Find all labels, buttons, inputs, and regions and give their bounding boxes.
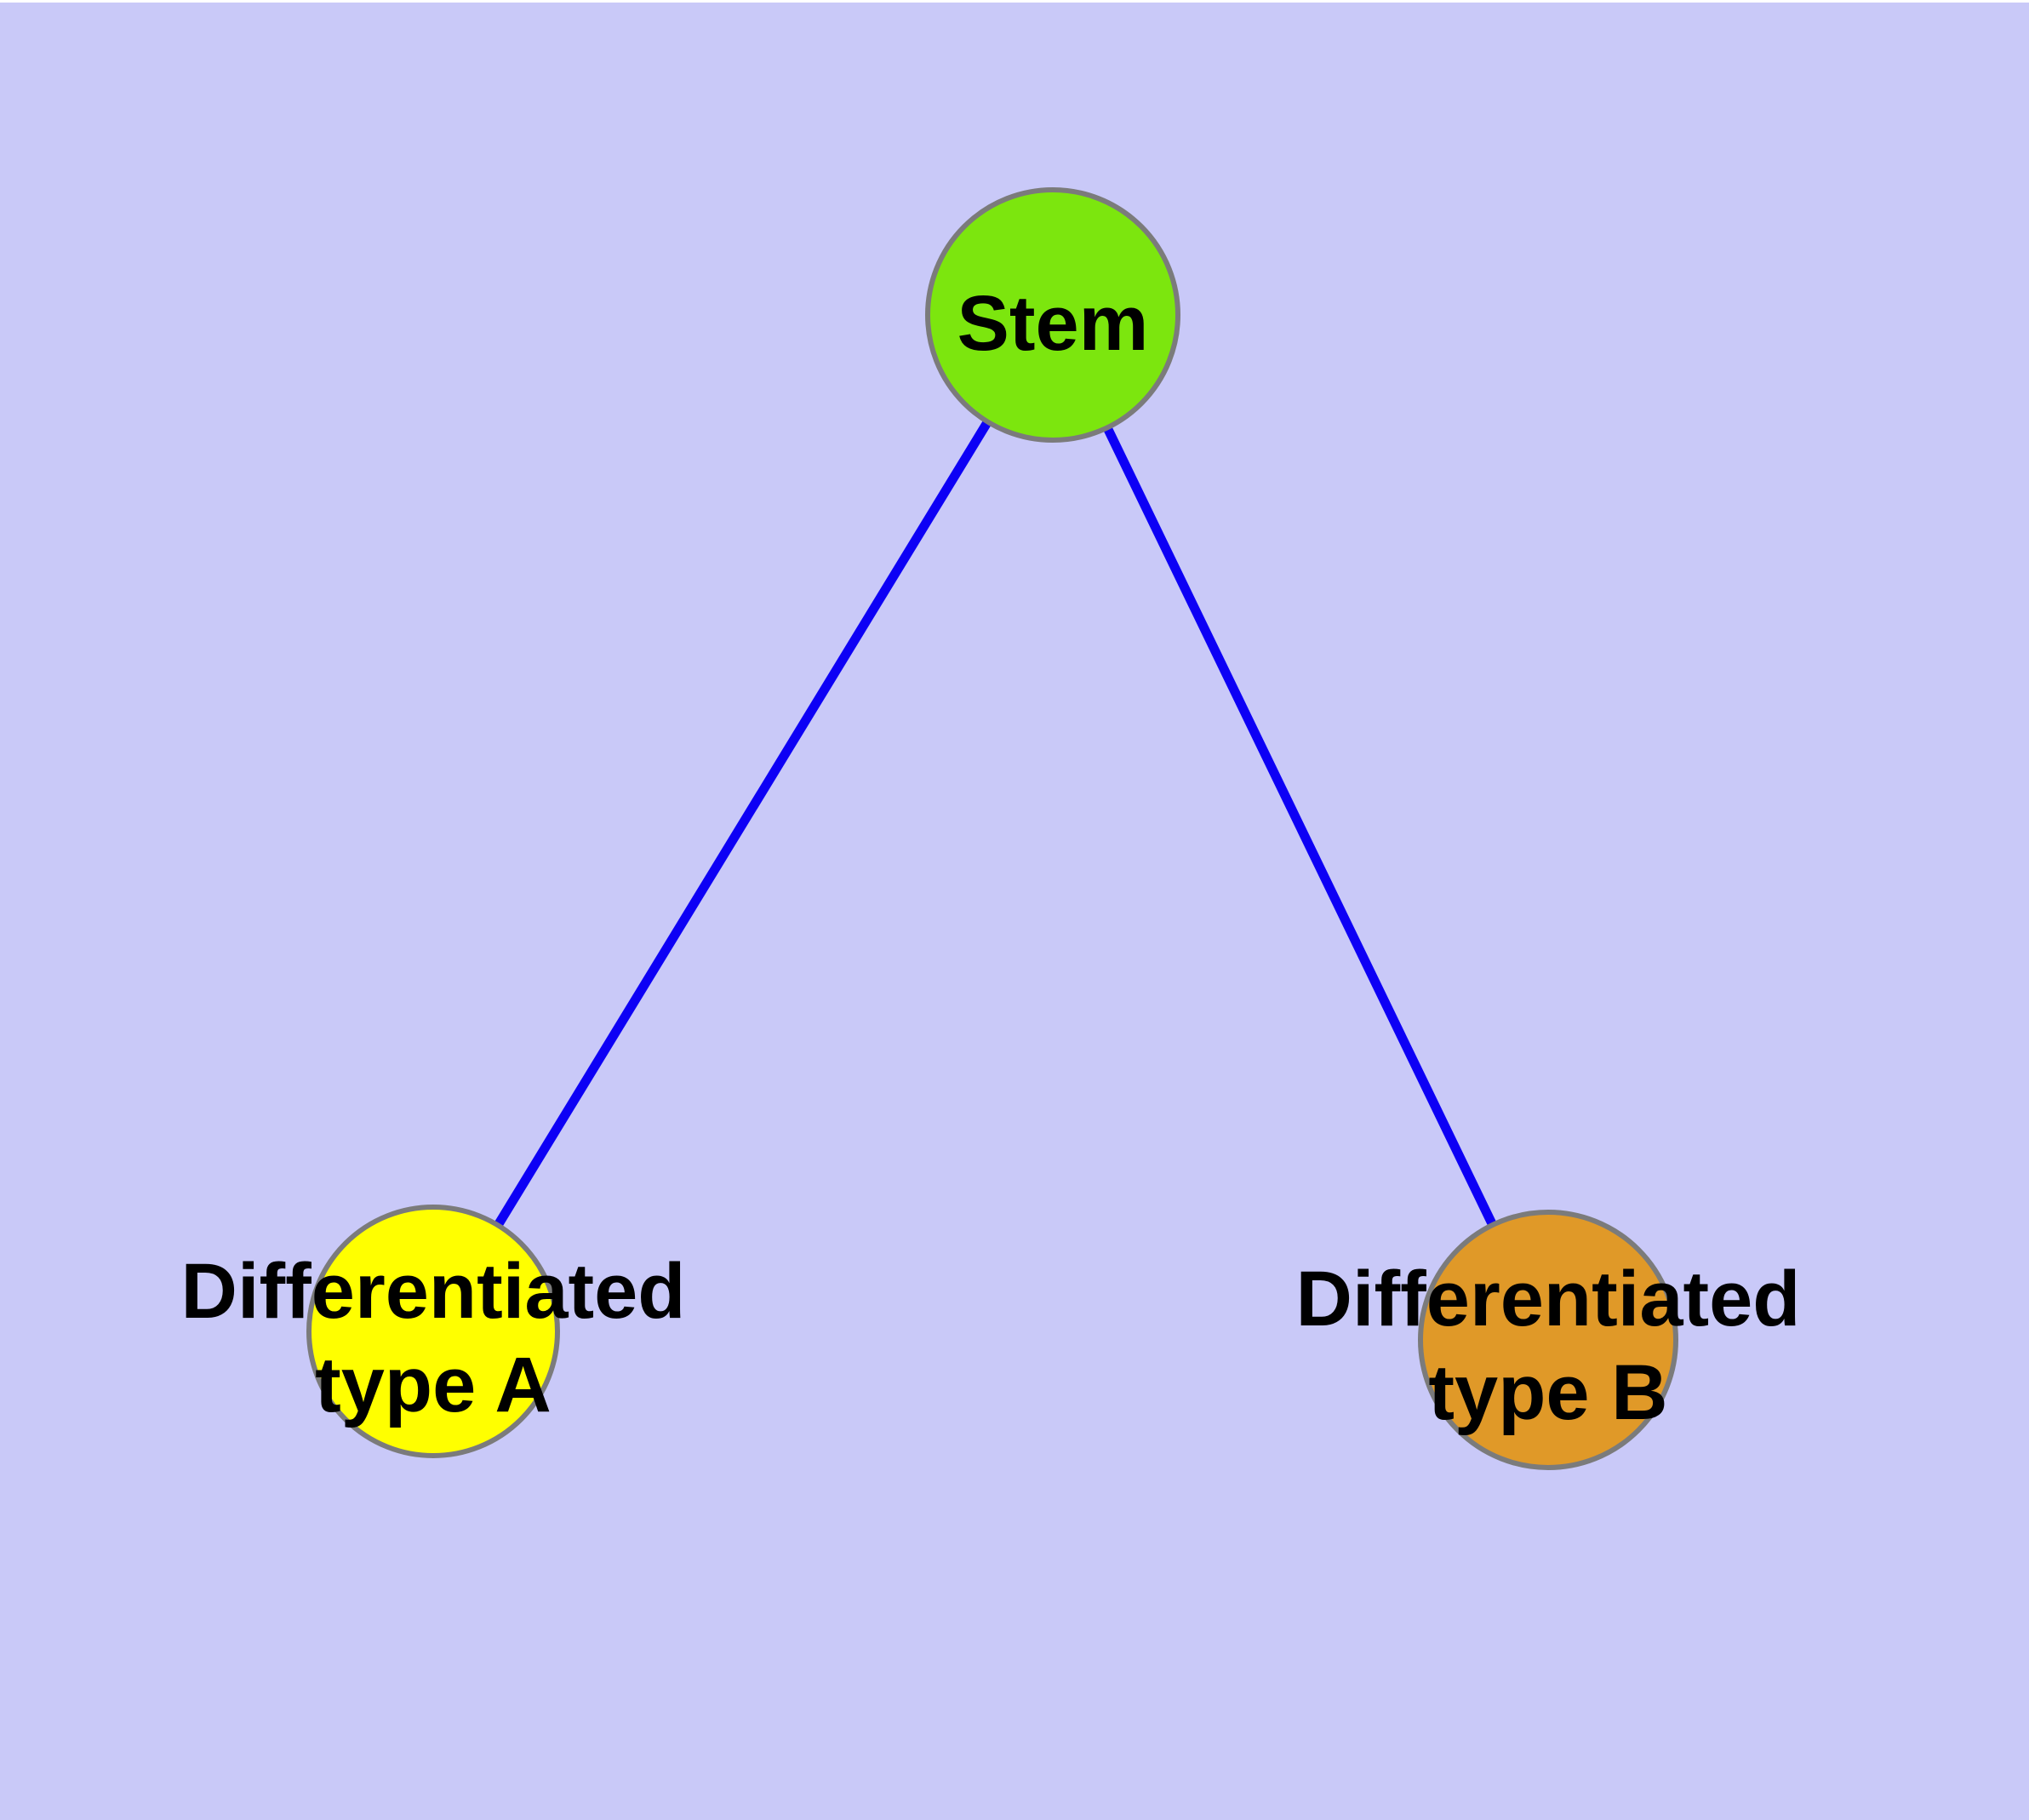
- node-stem[interactable]: [925, 187, 1180, 443]
- edge-stem-to-typeB: [1049, 312, 1552, 1342]
- node-typeB[interactable]: [1418, 1210, 1678, 1470]
- node-typeA[interactable]: [306, 1205, 560, 1458]
- edge-stem-to-typeA: [429, 312, 1057, 1334]
